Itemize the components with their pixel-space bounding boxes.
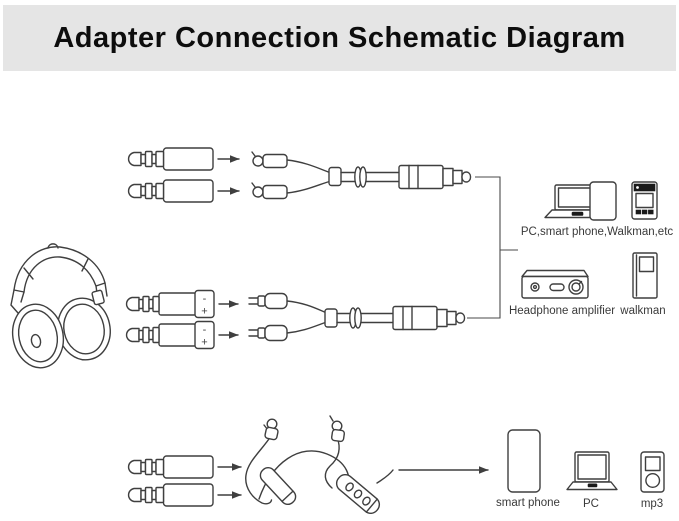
row2-balanced-adapters xyxy=(125,289,466,350)
row1-stereo-adapters xyxy=(127,147,472,203)
two-pin-y-cable-icon xyxy=(248,292,466,342)
smartphone-large-icon xyxy=(507,429,541,493)
jack-plug-icon xyxy=(127,179,214,203)
mp3-label: mp3 xyxy=(640,498,664,510)
page-title: Adapter Connection Schematic Diagram xyxy=(53,21,626,54)
title-banner: Adapter Connection Schematic Diagram xyxy=(3,5,676,71)
balanced-plug-icon xyxy=(125,289,215,319)
walkman-label: walkman xyxy=(620,305,666,317)
smartphone-icon xyxy=(589,181,617,221)
pc-label: PC xyxy=(583,498,599,510)
jack-plug-icon xyxy=(127,455,214,479)
laptop-icon xyxy=(544,184,609,219)
mmcx-y-cable-icon xyxy=(251,151,472,200)
balanced-plug-icon xyxy=(125,320,215,350)
walkman-side-icon xyxy=(632,252,658,299)
jack-plug-icon xyxy=(127,147,214,171)
bluetooth-neckband-cable-icon xyxy=(245,415,394,515)
walkman-icon xyxy=(631,181,658,220)
amplifier-label: Headphone amplifier xyxy=(508,305,616,317)
devices-label-row1: PC,smart phone,Walkman,etc xyxy=(520,226,674,238)
mp3-player-icon xyxy=(640,451,665,493)
jack-plug-icon xyxy=(127,483,214,507)
laptop-icon xyxy=(566,451,618,491)
connection-bracket xyxy=(467,176,518,319)
smart-phone-label: smart phone xyxy=(496,497,560,509)
headphones-illustration xyxy=(10,243,111,369)
row3-bluetooth xyxy=(127,415,489,515)
headphone-amplifier-icon xyxy=(521,269,589,299)
